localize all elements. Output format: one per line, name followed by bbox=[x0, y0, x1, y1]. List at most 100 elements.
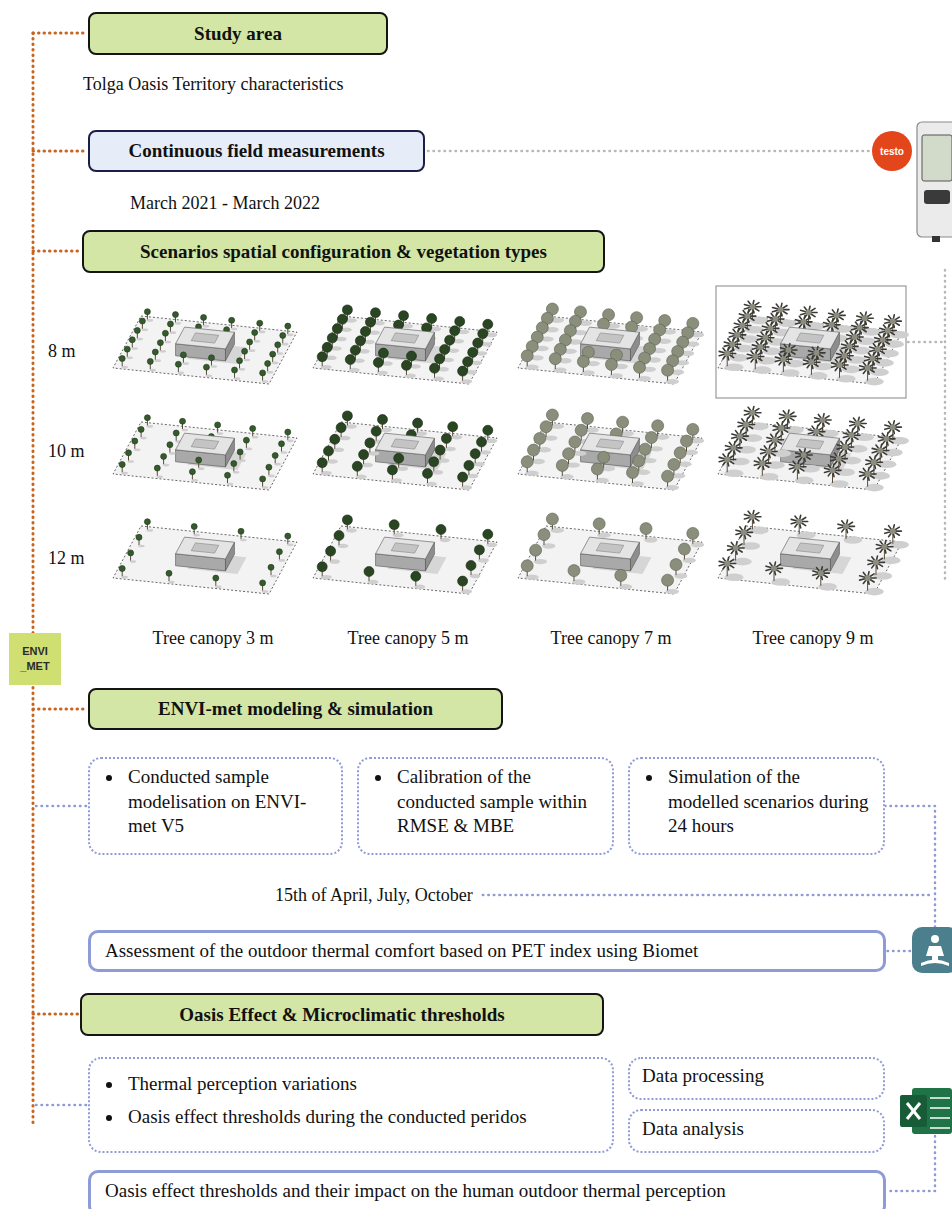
drawn-ellipse bbox=[138, 545, 145, 548]
drawn-circle bbox=[332, 324, 342, 334]
drawn-path bbox=[581, 433, 640, 455]
icon-legs bbox=[921, 960, 949, 967]
drawn-circle bbox=[801, 452, 807, 458]
node-text: Conducted sample modelisation on ENVI-me… bbox=[128, 765, 329, 839]
canopy-label: Tree canopy 7 m bbox=[551, 628, 672, 649]
sheet-grid bbox=[930, 1117, 950, 1119]
node-text: Oasis effect thresholds during the condu… bbox=[128, 1105, 552, 1130]
spacing-label: 8 m bbox=[48, 341, 76, 362]
testo-device bbox=[872, 122, 952, 242]
drawn-circle bbox=[280, 332, 286, 338]
sheet-grid bbox=[930, 1097, 950, 1099]
drawn-circle bbox=[762, 335, 768, 341]
drawn-circle bbox=[352, 461, 362, 471]
drawn-circle bbox=[687, 527, 699, 539]
drawn-circle bbox=[521, 560, 533, 572]
node-text: Calibration of the conducted sample with… bbox=[397, 765, 600, 839]
drawn-circle bbox=[478, 329, 488, 339]
drawn-circle bbox=[743, 421, 749, 427]
node-text: Scenarios spatial configuration & vegeta… bbox=[140, 241, 547, 263]
drawn-circle bbox=[794, 464, 800, 470]
drawn-ellipse bbox=[262, 380, 269, 383]
canopy-label: Tree canopy 9 m bbox=[753, 628, 874, 649]
drawn-ellipse bbox=[239, 459, 246, 462]
drawn-ellipse bbox=[206, 374, 213, 377]
drawn-circle bbox=[474, 545, 484, 555]
drawn-circle bbox=[729, 341, 735, 347]
drawn-circle bbox=[880, 337, 886, 343]
drawn-circle bbox=[633, 455, 645, 467]
drawn-ellipse bbox=[259, 331, 266, 334]
result-box: Assessment of the outdoor thermal comfor… bbox=[88, 930, 886, 972]
scenario-illustration bbox=[518, 409, 704, 490]
drawn-circle bbox=[389, 520, 399, 530]
drawn-circle bbox=[268, 564, 274, 570]
drawn-circle bbox=[477, 437, 487, 447]
drawn-circle bbox=[260, 370, 266, 376]
bullet-item: Simulation of the modelled scenarios dur… bbox=[634, 765, 871, 839]
drawn-circle bbox=[820, 417, 826, 423]
drawn-circle bbox=[837, 362, 843, 368]
drawn-path bbox=[376, 433, 435, 455]
drawn-circle bbox=[483, 425, 493, 435]
drawn-circle bbox=[345, 355, 355, 365]
drawn-circle bbox=[855, 421, 861, 427]
drawn-path bbox=[313, 316, 497, 384]
scenario-illustration bbox=[718, 510, 909, 595]
drawn-ellipse bbox=[163, 464, 170, 467]
drawn-circle bbox=[337, 314, 347, 324]
drawn-circle bbox=[360, 327, 370, 337]
drawn-circle bbox=[670, 559, 682, 571]
drawn-circle bbox=[617, 416, 629, 428]
drawn-ellipse bbox=[170, 331, 177, 334]
drawn-circle bbox=[546, 409, 558, 421]
drawn-circle bbox=[124, 346, 130, 352]
drawn-ellipse bbox=[147, 529, 154, 532]
drawn-ellipse bbox=[136, 338, 143, 341]
branch-line bbox=[36, 1104, 86, 1107]
drawn-ellipse bbox=[217, 432, 224, 435]
drawn-circle bbox=[162, 330, 168, 336]
biomet-icon bbox=[912, 927, 952, 973]
drawn-circle bbox=[473, 338, 483, 348]
drawn-ellipse bbox=[239, 368, 246, 371]
drawn-ellipse bbox=[240, 539, 247, 542]
drawn-circle bbox=[445, 335, 455, 345]
drawn-ellipse bbox=[130, 560, 137, 563]
drawn-ellipse bbox=[281, 451, 288, 454]
node-text: ENVI-met modeling & simulation bbox=[158, 698, 433, 720]
drawn-circle bbox=[435, 354, 445, 364]
drawn-circle bbox=[378, 348, 388, 358]
drawn-circle bbox=[865, 575, 871, 581]
drawn-circle bbox=[440, 345, 450, 355]
drawn-circle bbox=[250, 426, 256, 432]
drawn-ellipse bbox=[177, 372, 184, 375]
trunk-line bbox=[32, 33, 35, 1125]
drawn-circle bbox=[808, 359, 814, 365]
bullet-item: Oasis effect thresholds during the condu… bbox=[94, 1105, 552, 1130]
drawn-circle bbox=[411, 571, 421, 581]
drawn-circle bbox=[260, 580, 266, 586]
drawn-circle bbox=[126, 450, 132, 456]
date-text: 15th of April, July, October bbox=[275, 885, 473, 906]
drawn-circle bbox=[848, 432, 854, 438]
branch-line bbox=[33, 150, 86, 153]
scenario-illustration bbox=[718, 406, 909, 491]
drawn-ellipse bbox=[131, 347, 138, 350]
branch-line bbox=[36, 805, 86, 808]
drawn-circle bbox=[423, 469, 433, 479]
drawn-circle bbox=[640, 523, 652, 535]
section-heading-box: Study area bbox=[88, 12, 388, 55]
drawn-ellipse bbox=[274, 463, 281, 466]
drawn-circle bbox=[575, 424, 587, 436]
drawn-ellipse bbox=[121, 472, 128, 475]
drawn-circle bbox=[134, 327, 140, 333]
drawn-circle bbox=[598, 451, 610, 463]
drawn-circle bbox=[724, 351, 730, 357]
leader-line bbox=[944, 270, 947, 580]
drawn-circle bbox=[528, 444, 540, 456]
node-text: Data analysis bbox=[642, 1117, 871, 1142]
drawn-circle bbox=[890, 318, 896, 324]
drawn-circle bbox=[265, 361, 271, 367]
drawn-path bbox=[191, 543, 219, 553]
